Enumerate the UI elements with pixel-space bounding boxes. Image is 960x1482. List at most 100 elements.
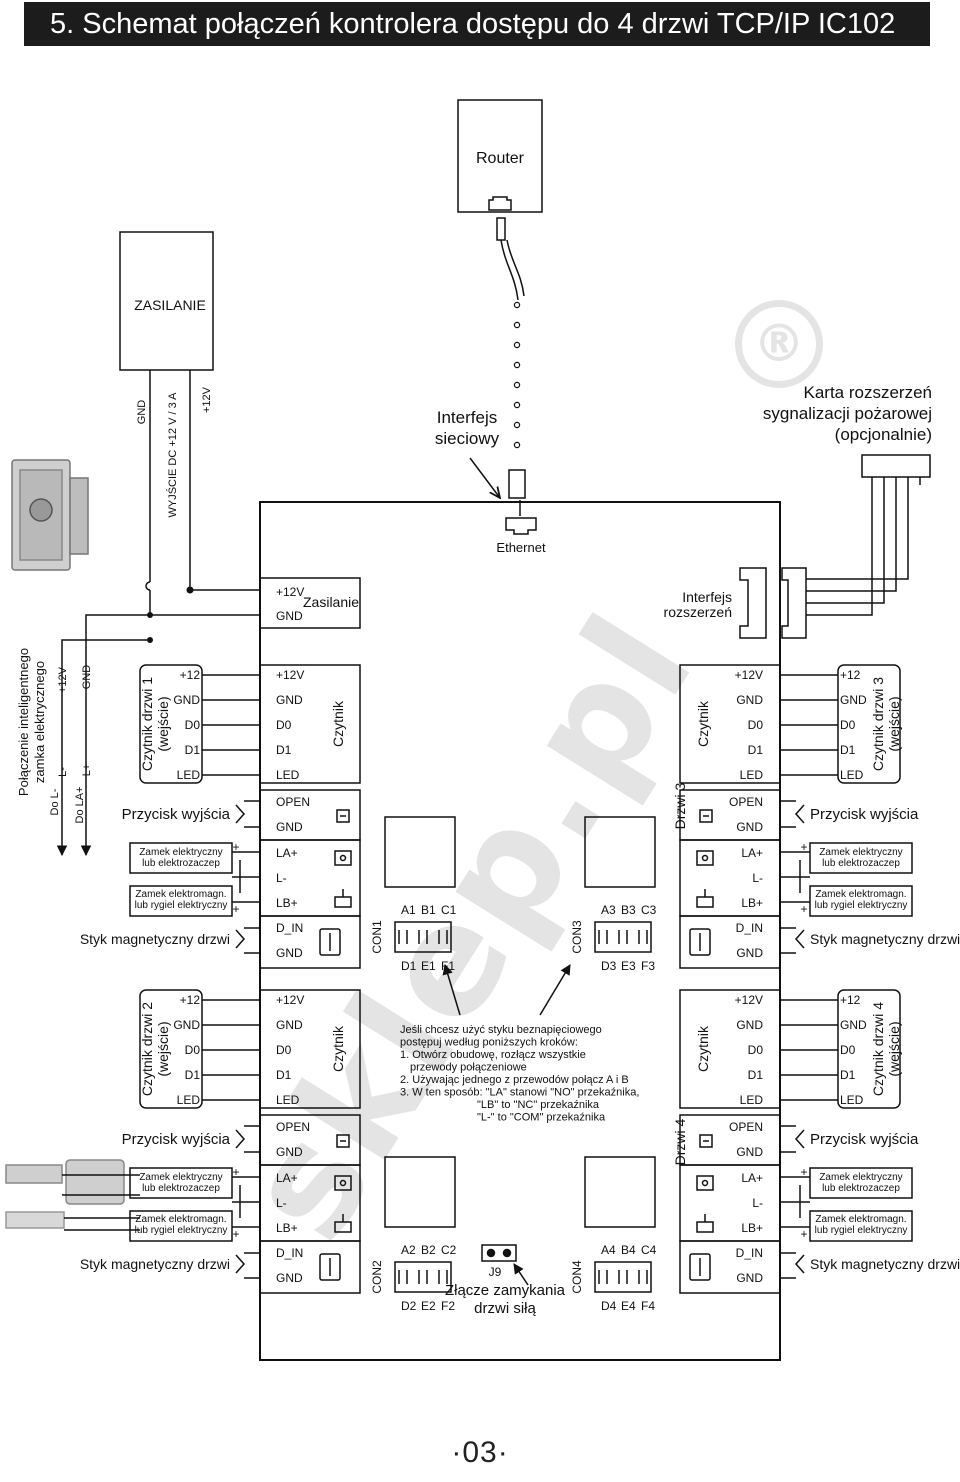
reader-terminal-block <box>259 664 361 784</box>
polarity: + <box>232 902 239 916</box>
fire-card-wire <box>806 485 885 604</box>
lock-no-box <box>809 842 913 874</box>
exit-button-icon <box>235 804 246 824</box>
sensor-terminal: GND <box>736 946 763 960</box>
reader-terminal: D0 <box>276 718 292 732</box>
reader-terminal: LED <box>740 768 764 782</box>
psu-output-label: WYJŚCIE DC +12 V / 3 A <box>166 392 179 518</box>
lock-icon <box>701 1179 709 1187</box>
exit-terminal: OPEN <box>276 1120 310 1134</box>
reader-terminal: LED <box>276 768 300 782</box>
exit-button-label: Przycisk wyjścia <box>122 806 231 823</box>
relay-contact-icon <box>594 1261 652 1293</box>
relay-box <box>584 816 656 888</box>
con-pin: C3 <box>641 903 657 917</box>
reed-switch-icon <box>689 928 711 956</box>
smart-lock-to: Do L- <box>49 788 61 815</box>
reader-label: Czytnik <box>695 1025 711 1072</box>
lock-nc-label: Zamek elektromagn. <box>815 889 906 900</box>
polarity: + <box>232 1227 239 1241</box>
power-supply-box <box>119 231 214 371</box>
fire-card-label: Karta rozszerzeń <box>804 383 933 402</box>
con-name: CON1 <box>370 920 384 954</box>
reader-pin: +12 <box>180 993 201 1007</box>
router-label: Router <box>476 150 525 167</box>
door-sensor-label: Styk magnetyczny drzwi <box>80 1256 230 1272</box>
note-text: przewody połączeniowe <box>410 1062 527 1074</box>
lock-terminal: LA+ <box>276 1171 298 1185</box>
j9-desc: Złącze zamykania <box>445 1282 566 1299</box>
expansion-label: Interfejs <box>682 589 732 605</box>
reader-name: (wejście) <box>886 1021 902 1076</box>
lock-nc-label: Zamek elektromagn. <box>135 889 226 900</box>
page-number: ·03· <box>451 1436 509 1469</box>
con-pin: F4 <box>641 1299 655 1313</box>
lock-terminal: L- <box>752 1196 763 1210</box>
sensor-terminal-block <box>679 1240 781 1294</box>
con-pin: F3 <box>641 959 655 973</box>
power-gnd-term: GND <box>276 609 303 623</box>
reader-pin: GND <box>840 1018 867 1032</box>
fire-card-label: (opcjonalnie) <box>835 425 932 444</box>
lock-nc-label: lub rygiel elektryczny <box>135 900 228 911</box>
external-reader-box <box>837 664 901 784</box>
lock-no-label: lub elektrozaczep <box>142 858 220 869</box>
con-pin: A4 <box>601 1243 616 1257</box>
note-text: "L-" to "COM" przekaźnika <box>477 1112 606 1124</box>
network-interface-label: sieciowy <box>435 429 500 448</box>
reader-name: (wejście) <box>886 696 902 751</box>
power-label: Zasilanie <box>303 594 359 610</box>
exit-terminal: OPEN <box>729 795 763 809</box>
con-pin: D2 <box>401 1299 417 1313</box>
note-text: Jeśli chcesz użyć styku beznapięciowego <box>400 1024 602 1036</box>
lock-icon <box>701 854 709 862</box>
polarity: + <box>232 1165 239 1179</box>
cable-dot <box>513 321 521 329</box>
door-sensor-label: Styk magnetyczny drzwi <box>80 931 230 947</box>
exit-terminal: OPEN <box>729 1120 763 1134</box>
hand-press-icon <box>336 809 350 823</box>
hand-press-icon <box>699 809 713 823</box>
lock-terminal-block <box>679 839 781 917</box>
lock-nc-label: lub rygiel elektryczny <box>815 1225 908 1236</box>
reader-pin: D1 <box>185 743 201 757</box>
reader-terminal: GND <box>736 693 763 707</box>
smart-lock-wire <box>80 614 150 857</box>
jumper-icon <box>486 1248 496 1258</box>
reader-terminal-block <box>679 664 781 784</box>
reader-pin: +12 <box>840 993 861 1007</box>
lock-no-label: lub elektrozaczep <box>822 1183 900 1194</box>
reader-pin: GND <box>840 693 867 707</box>
con-name: CON4 <box>570 1260 584 1294</box>
reader-pin: D0 <box>840 1043 856 1057</box>
con-name: CON3 <box>570 920 584 954</box>
reader-terminal: +12V <box>735 993 763 1007</box>
j9-label: J9 <box>489 1265 502 1279</box>
psu-gnd-wire <box>145 581 151 591</box>
lock-nc-label: Zamek elektromagn. <box>815 1214 906 1225</box>
lock-terminal: L- <box>752 871 763 885</box>
reader-label: Czytnik <box>330 700 346 747</box>
reed-switch-icon <box>319 1253 341 1281</box>
lock-terminal: LB+ <box>741 1221 763 1235</box>
con-pin: E4 <box>621 1299 636 1313</box>
bolt-icon <box>696 1221 714 1233</box>
con-pin: B2 <box>421 1243 436 1257</box>
reader-pin: LED <box>840 1093 864 1107</box>
fire-card-plug <box>781 567 807 639</box>
door-sensor-icon <box>794 929 805 949</box>
arrow-icon <box>513 1263 529 1286</box>
network-port-icon <box>488 196 512 211</box>
reader-terminal: D1 <box>276 1068 292 1082</box>
lock-terminal: LA+ <box>741 1171 763 1185</box>
reader-terminal: LED <box>740 1093 764 1107</box>
reader-label: Czytnik <box>695 700 711 747</box>
door-sensor-label: Styk magnetyczny drzwi <box>810 931 960 947</box>
relay-contact-icon <box>594 921 652 953</box>
lock-terminal: LB+ <box>276 896 298 910</box>
reader-pin: LED <box>177 1093 201 1107</box>
relay-box <box>384 816 456 888</box>
relay-box <box>584 1156 656 1228</box>
sensor-terminal-block <box>679 915 781 969</box>
con-pin: B1 <box>421 903 436 917</box>
